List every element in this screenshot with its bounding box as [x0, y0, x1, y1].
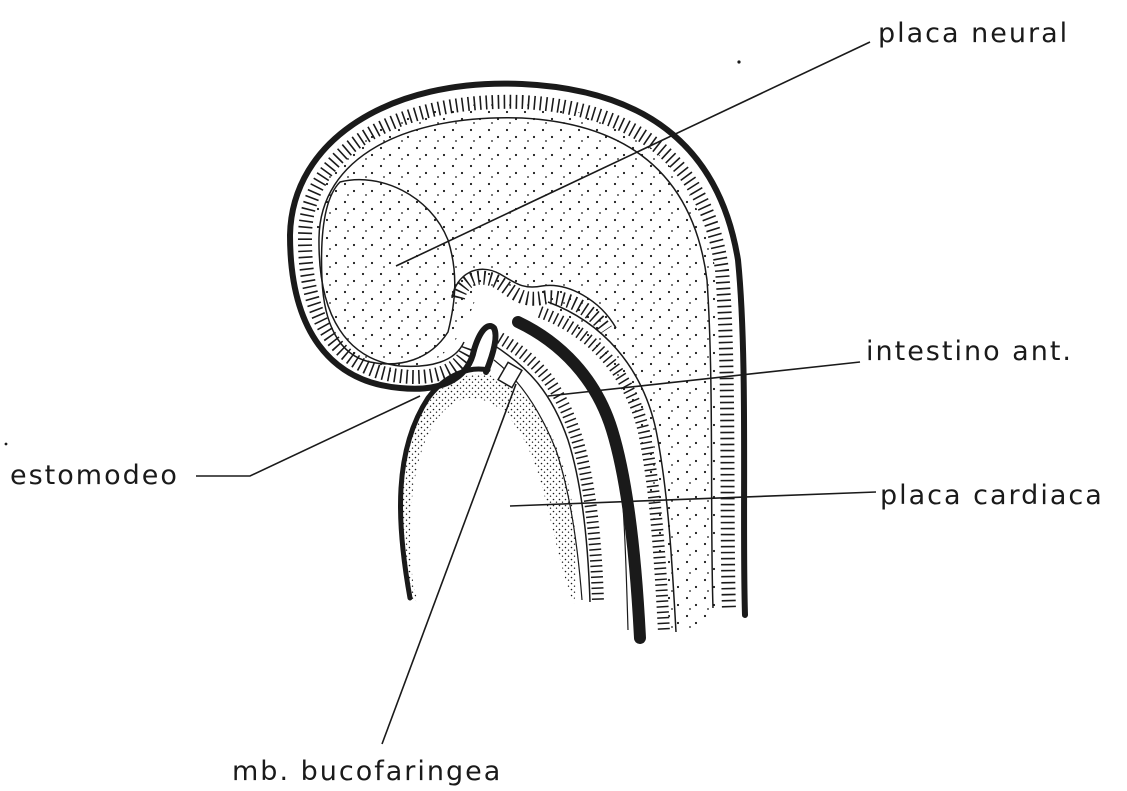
label-placa-neural: placa neural — [878, 20, 1069, 47]
label-estomodeo: estomodeo — [10, 462, 179, 489]
label-placa-cardiaca: placa cardiaca — [880, 482, 1104, 509]
label-mb-bucofaringea: mb. bucofaringea — [232, 758, 502, 785]
speck — [737, 60, 740, 63]
label-intestino-ant: intestino ant. — [866, 338, 1073, 365]
cardiac-plate-region — [402, 374, 577, 604]
bucopharyngeal-membrane — [474, 326, 496, 372]
leader-mb-bucofaringea — [382, 384, 516, 744]
speck — [5, 443, 8, 446]
leader-estomodeo — [196, 396, 420, 476]
